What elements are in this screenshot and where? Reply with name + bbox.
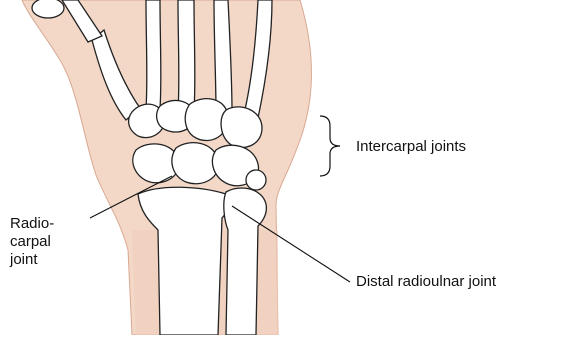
carpal-lunate: [172, 143, 219, 184]
intercarpal-brace: [320, 116, 340, 176]
thumb-tip: [32, 0, 64, 18]
carpal-pisiform: [246, 170, 266, 190]
radiocarpal-label-line-1: Radio-: [10, 215, 54, 233]
metacarpal-4: [214, 0, 232, 112]
metacarpal-3: [178, 0, 195, 110]
distal-radioulnar-label: Distal radioulnar joint: [356, 273, 496, 291]
radiocarpal-label-line-2: carpal: [10, 233, 54, 251]
carpal-hamate: [221, 107, 262, 148]
radiocarpal-label: Radio- carpal joint: [10, 215, 54, 269]
intercarpal-label: Intercarpal joints: [356, 138, 466, 156]
metacarpal-2: [146, 0, 161, 108]
radiocarpal-label-line-3: joint: [10, 251, 54, 269]
